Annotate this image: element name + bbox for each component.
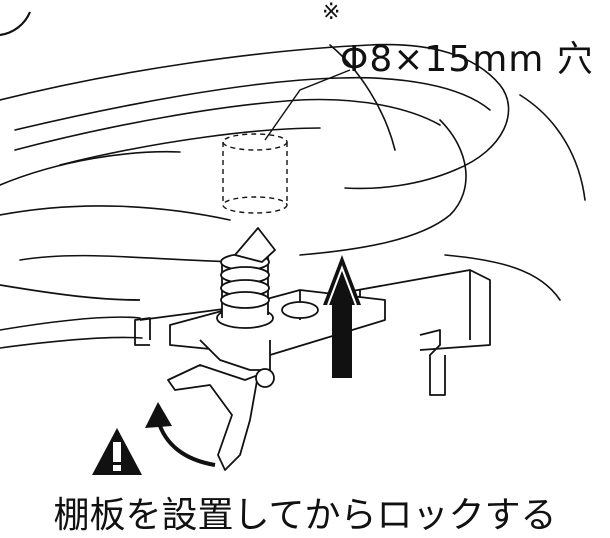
shelf-board bbox=[0, 43, 586, 349]
lock-clip bbox=[167, 227, 386, 471]
warning-icon bbox=[92, 428, 142, 475]
up-arrow bbox=[323, 255, 361, 378]
instruction-caption: 棚板を設置してからロックする bbox=[53, 495, 557, 536]
hole-outline bbox=[222, 133, 288, 214]
step-marker-circle bbox=[0, 11, 32, 37]
rotation-arrow bbox=[145, 402, 216, 467]
hole-size-label: Φ8×15mm 穴 bbox=[340, 39, 594, 80]
hole-leader-line bbox=[264, 69, 351, 141]
note-mark: ※ bbox=[322, 0, 341, 25]
